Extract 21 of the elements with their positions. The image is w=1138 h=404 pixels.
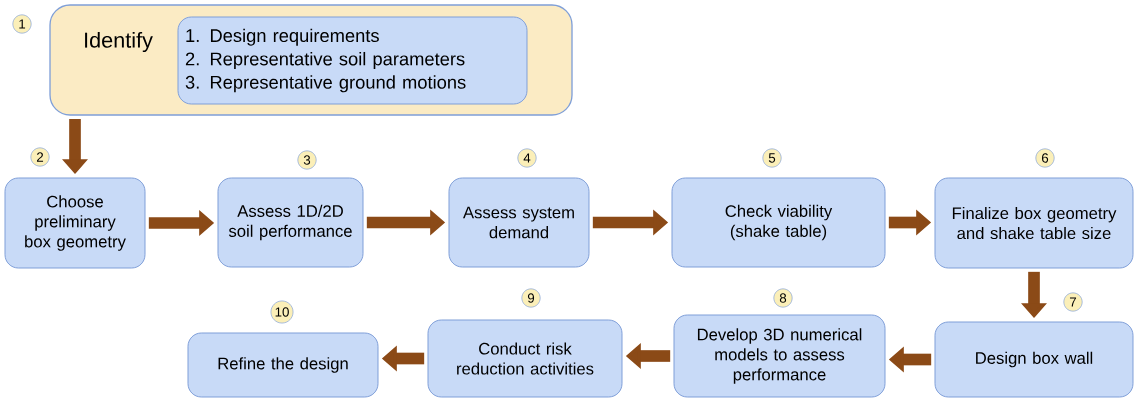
callout-number: 2 (30, 147, 50, 167)
process-box: Assess system demand (448, 177, 590, 268)
heading: Identify (85, 31, 153, 53)
process-box: Conduct risk reduction activities (427, 319, 623, 398)
callout-number: 8 (773, 288, 793, 308)
process-box: Design box wall (934, 321, 1134, 398)
callout-number: 5 (762, 148, 782, 168)
list-box: 1. Design requirements 2. Representative soil parameters 3. Representative ground motions (177, 16, 528, 105)
process-box: Assess 1D/2D soil performance (217, 177, 364, 268)
process-box: Finalize box geometry and shake table size (934, 177, 1134, 269)
process-box: Develop 3D numerical models to assess performance (673, 314, 886, 398)
callout-number: 3 (297, 150, 317, 170)
callout-number: 6 (1035, 148, 1055, 168)
process-box: Refine the design (187, 332, 379, 398)
callout-number: 4 (517, 148, 537, 168)
callout-number: 9 (521, 288, 541, 308)
callout-number: 7 (1063, 292, 1083, 312)
process-box: Choose preliminary box geometry (4, 177, 146, 269)
process-box: Check viability (shake table) (671, 177, 886, 268)
callout-number: 10 (270, 300, 294, 324)
callout-number: 1 (12, 14, 32, 34)
